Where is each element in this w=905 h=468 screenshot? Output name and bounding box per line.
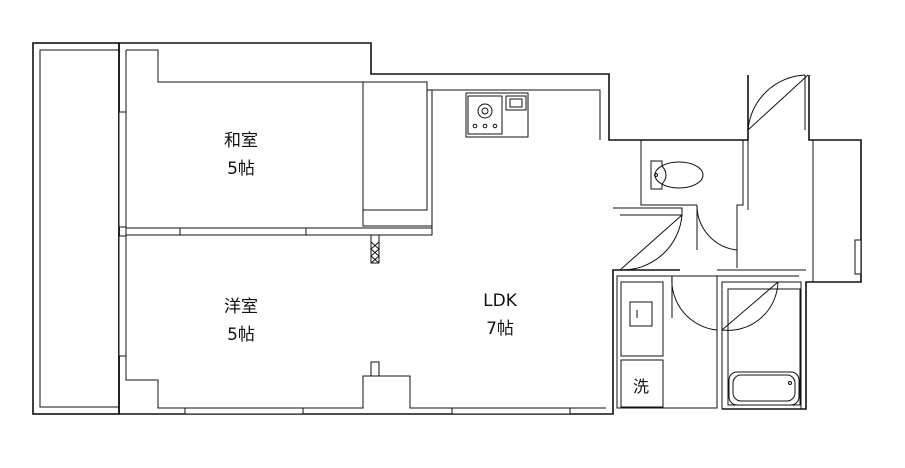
washroom: [616, 275, 718, 409]
corridor-walls: [613, 140, 862, 282]
room-label-ldk: LDK 7帖: [483, 291, 518, 339]
hall-door: [619, 214, 683, 271]
kitchen-counter: [465, 92, 529, 138]
balcony: [32, 42, 120, 415]
partition-washitsu-youshitsu: [125, 227, 433, 236]
toilet-room: [640, 140, 749, 268]
room-name: 和室: [224, 131, 258, 151]
entrance-door: [747, 74, 809, 131]
room-size: 7帖: [486, 319, 514, 339]
washroom-door: [671, 275, 718, 331]
room-size: 5帖: [227, 325, 255, 345]
room-name: LDK: [483, 291, 518, 311]
washer-label: 洗: [633, 377, 649, 396]
room-name: 洋室: [224, 297, 258, 317]
column-marks: [370, 234, 380, 377]
closet: [362, 81, 433, 228]
bath-door: [721, 281, 779, 331]
room-size: 5帖: [227, 159, 255, 179]
toilet-door: [696, 204, 738, 251]
bathroom: [721, 281, 802, 410]
bottom-windows: [184, 407, 571, 415]
room-label-youshitsu: 洋室 5帖: [224, 297, 258, 345]
left-windows: [118, 111, 127, 357]
room-label-washitsu: 和室 5帖: [224, 131, 258, 179]
